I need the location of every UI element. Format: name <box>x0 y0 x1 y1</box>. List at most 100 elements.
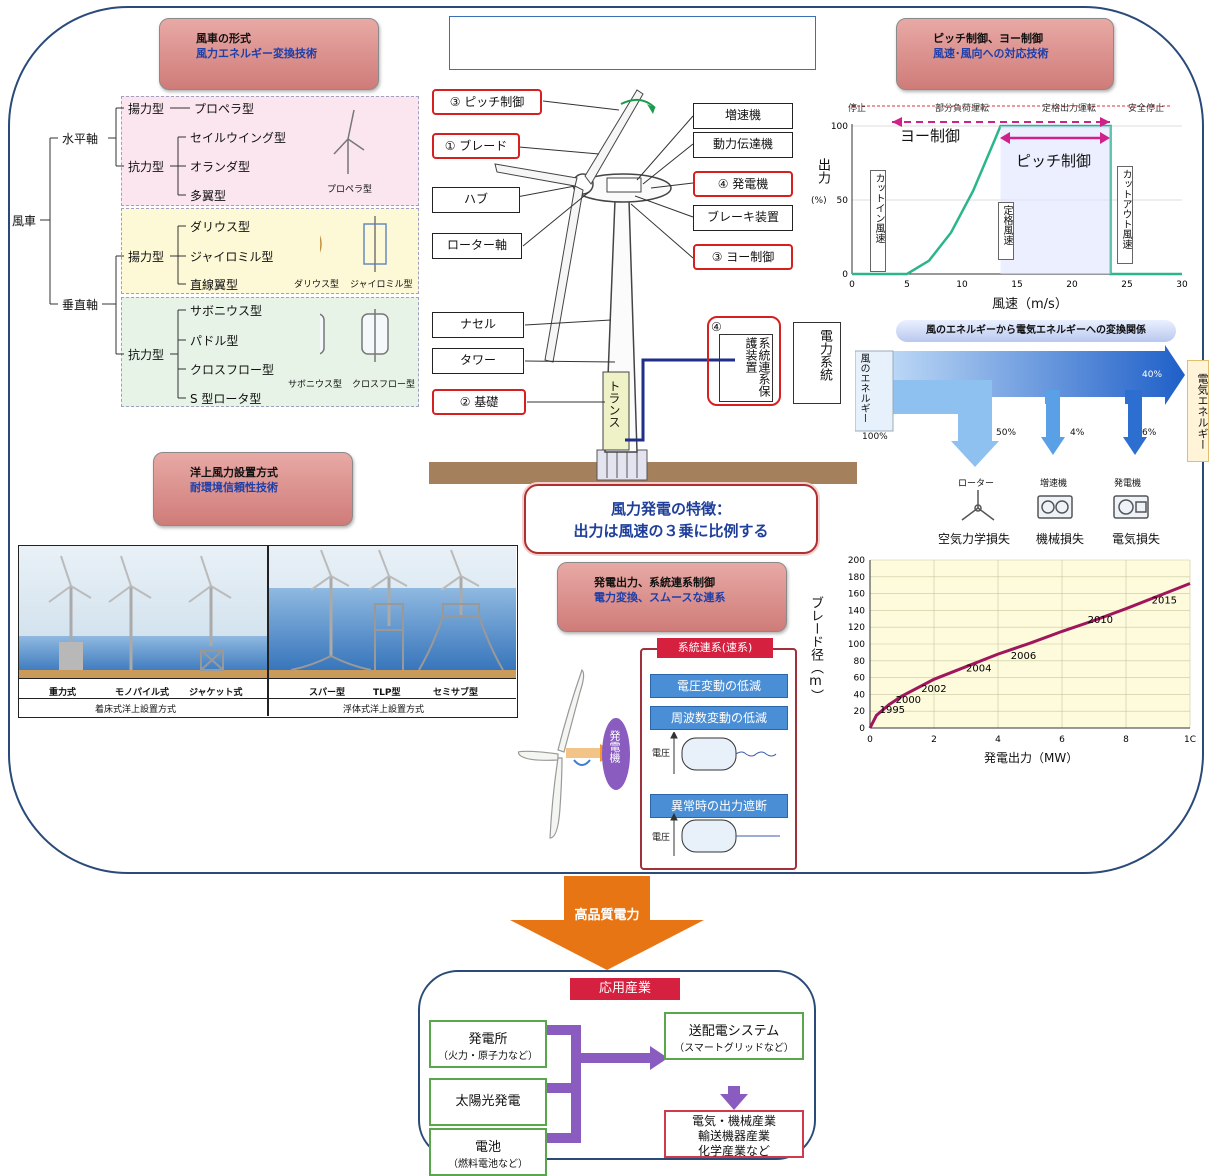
power-plant-label: 発電所 <box>468 1032 508 1047</box>
phase-stop: 停止 <box>848 104 867 114</box>
blade-curve <box>868 582 1191 729</box>
voltage-waveforms <box>670 732 780 856</box>
yaw-arrow-right <box>1100 117 1110 127</box>
phase-safe-stop: 安全停止 <box>1128 104 1165 114</box>
x-tick-label: 20 <box>1066 280 1078 290</box>
wind-speed-axis-label: 風速（m/s） <box>992 297 1068 312</box>
wind-energy-label: 風のエネルギー <box>858 353 869 423</box>
x-tick-label: 25 <box>1121 280 1132 290</box>
label-pitch-control: ③ ピッチ制御 <box>432 89 542 115</box>
semisub-label: セミサブ型 <box>433 688 479 698</box>
label-paddle: パドル型 <box>190 334 239 348</box>
generator-loss-percent: 6% <box>1142 428 1157 438</box>
label-horizontal-axis: 水平軸 <box>62 132 99 146</box>
yaw-control-label: ヨー制御 <box>900 127 961 145</box>
gear-loss-percent: 4% <box>1070 428 1085 438</box>
label-generator: ④ 発電機 <box>693 171 793 197</box>
quality-power-label: 高品質電力 <box>574 908 640 923</box>
floating-caption: 浮体式洋上設置方式 <box>343 705 425 715</box>
x-tick-label: 1C <box>1184 735 1196 745</box>
spar-label: スパー型 <box>309 688 346 698</box>
industry-2: 輸送機器産業 <box>697 1129 770 1143</box>
label-multiblade: 多翼型 <box>190 189 227 203</box>
y-tick-label: 180 <box>848 573 865 583</box>
offshore-panel: 重力式 モノパイル式 ジャケット式 スパー型 TLP型 セミサブ型 着床式洋上設… <box>18 545 518 718</box>
fixed-caption: 着床式洋上設置方式 <box>95 705 177 715</box>
x-tick-label: 0 <box>867 735 873 745</box>
year-annotation: 1995 <box>880 705 905 716</box>
tag-subtitle: 風力エネルギー変換技術 <box>196 47 317 60</box>
rotor-label: ローター <box>958 479 995 489</box>
offshore-vertical-divider <box>267 546 269 716</box>
tag-subtitle: 耐環境信頼性技術 <box>190 481 278 494</box>
y-tick-label: 0 <box>842 270 848 280</box>
y-tick-label: 50 <box>837 196 849 206</box>
y-tick-label: 20 <box>854 707 866 717</box>
conversion-title: 風のエネルギーから電気エネルギーへの変換関係 <box>896 320 1176 342</box>
phase-rated: 定格出力運転 <box>1042 104 1097 114</box>
input-percent: 100% <box>862 432 888 442</box>
x-tick-label: 15 <box>1011 280 1022 290</box>
rated-speed-label: 定格風速 <box>998 202 1014 260</box>
gravity-label: 重力式 <box>49 688 77 698</box>
label-transmission: 動力伝達機 <box>693 132 793 158</box>
feature-line2: 出力は風速の３乗に比例する <box>573 522 769 540</box>
year-annotation: 2002 <box>921 684 946 695</box>
protection-number: ④ <box>711 320 722 334</box>
y-tick-label: 120 <box>848 623 865 633</box>
tag-windmill-type: 風車の形式 風力エネルギー変換技術 <box>159 18 379 90</box>
offshore-illustration <box>19 546 516 678</box>
generator-icon-label: 発電機 <box>1114 479 1142 489</box>
label-gyromill: ジャイロミル型 <box>190 250 274 264</box>
x-tick-label: 8 <box>1123 735 1129 745</box>
caption-propeller: プロペラ型 <box>327 185 373 195</box>
generator-label: 発電機 <box>608 730 621 763</box>
x-tick-label: 4 <box>995 735 1001 745</box>
year-annotation: 2006 <box>1011 651 1036 662</box>
turbine-illustration <box>429 89 857 484</box>
tag-offshore: 洋上風力設置方式 耐環境信頼性技術 <box>153 452 353 526</box>
y-tick-label: 0 <box>859 724 865 734</box>
elec-loss-label: 電気損失 <box>1112 532 1161 546</box>
voltage-axis-label-1: 電圧 <box>652 749 671 759</box>
rotor-loss-percent: 50% <box>996 428 1017 438</box>
caption-gyromill: ジャイロミル型 <box>350 280 413 290</box>
tree-lines <box>40 107 190 399</box>
y-tick-label: 100 <box>848 640 865 650</box>
industries-box: 電気・機械産業 輸送機器産業 化学産業など <box>664 1110 804 1158</box>
industry-3: 化学産業など <box>697 1144 770 1158</box>
phase-partial: 部分負荷運転 <box>935 104 990 114</box>
label-crossflow: クロスフロー型 <box>190 363 275 377</box>
label-darrieus: ダリウス型 <box>190 220 251 234</box>
conversion-flow <box>855 345 1185 467</box>
electric-energy-label: 電気エネルギー <box>1187 360 1209 462</box>
pitch-control-label: ピッチ制御 <box>1016 152 1092 170</box>
label-sailwing: セイルウイング型 <box>190 131 287 145</box>
label-gearbox: 増速機 <box>693 103 793 129</box>
voltage-axis-label-2: 電圧 <box>652 833 671 843</box>
grid-control-title: 系統連系(速系) <box>657 638 773 658</box>
label-tower: タワー <box>432 348 524 374</box>
monopile-label: モノパイル式 <box>115 688 170 698</box>
frequency-reduction: 周波数変動の低減 <box>650 706 788 730</box>
voltage-reduction: 電圧変動の低減 <box>650 674 788 698</box>
pitch-arrow-right <box>1100 132 1110 144</box>
caption-crossflow: クロスフロー型 <box>352 380 416 390</box>
year-annotation: 2000 <box>896 695 921 706</box>
label-vertical-axis: 垂直軸 <box>62 298 99 312</box>
label-srotor: S 型ロータ型 <box>190 392 262 406</box>
label-protection-device: 系統連系保護装置 <box>719 334 773 402</box>
feature-line1: 風力発電の特徴： <box>610 500 731 518</box>
year-annotation: 2010 <box>1088 615 1113 626</box>
output-mw-axis-label: 発電出力（MW） <box>984 751 1079 765</box>
year-annotation: 2015 <box>1152 596 1177 607</box>
tag-title: 風車の形式 <box>196 32 251 45</box>
y-tick-label: 160 <box>848 590 865 600</box>
section-horizontal-lift <box>121 96 419 206</box>
label-transformer: トランス <box>607 380 621 428</box>
label-v-lift: 揚力型 <box>128 250 165 264</box>
distribution-sub: （スマートグリッドなど） <box>674 1043 794 1054</box>
